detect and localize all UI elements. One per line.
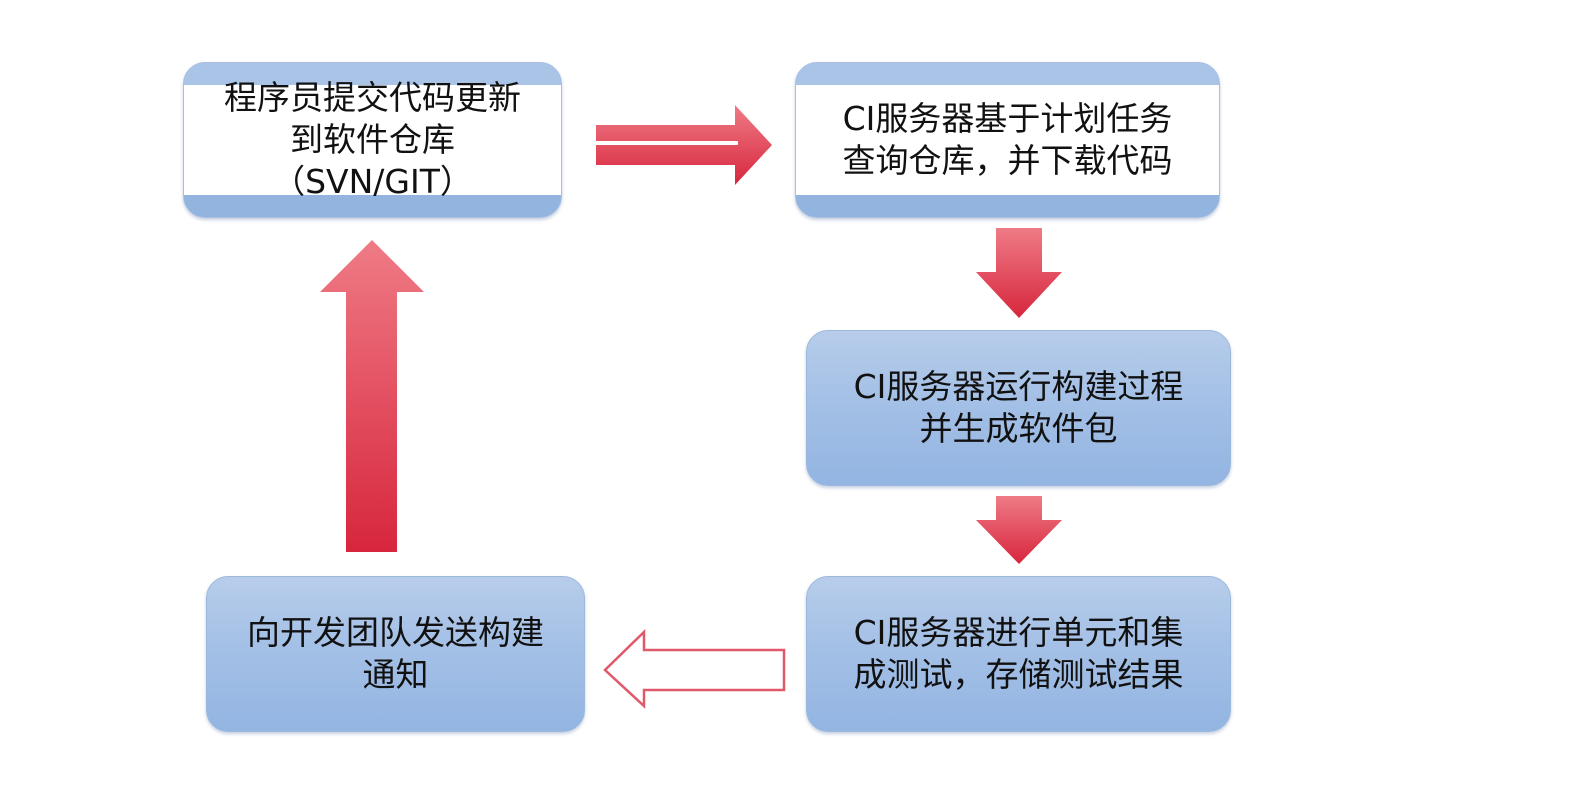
arrow-fetch-to-build [976,228,1062,318]
step-test-line-2: 成测试，存储测试结果 [853,655,1184,694]
step-test-line-1: CI服务器进行单元和集 [853,613,1184,652]
step-build-line-2: 并生成软件包 [919,409,1118,448]
step-notify-box: 向开发团队发送构建 通知 [206,576,585,732]
arrow-commit-to-fetch [596,105,772,185]
step-notify-line-1: 向开发团队发送构建 [247,613,544,652]
arrow-build-to-test [976,496,1062,564]
step-fetch-line-2: 查询仓库，并下载代码 [842,141,1173,180]
step-fetch-line-1: CI服务器基于计划任务 [842,99,1173,138]
step-notify-line-2: 通知 [362,655,429,694]
step-commit-box: 程序员提交代码更新 到软件仓库 （SVN/GIT） [183,62,562,218]
step-fetch-box: CI服务器基于计划任务 查询仓库，并下载代码 [795,62,1220,218]
step-commit-line-2: 到软件仓库 [290,120,455,159]
step-build-line-1: CI服务器运行构建过程 [853,367,1184,406]
arrow-notify-to-commit [320,240,424,552]
step-commit-line-1: 程序员提交代码更新 [224,78,521,117]
arrow-test-to-notify [603,629,786,709]
step-test-box: CI服务器进行单元和集 成测试，存储测试结果 [806,576,1231,732]
step-build-box: CI服务器运行构建过程 并生成软件包 [806,330,1231,486]
step-commit-line-3: （SVN/GIT） [272,162,473,201]
